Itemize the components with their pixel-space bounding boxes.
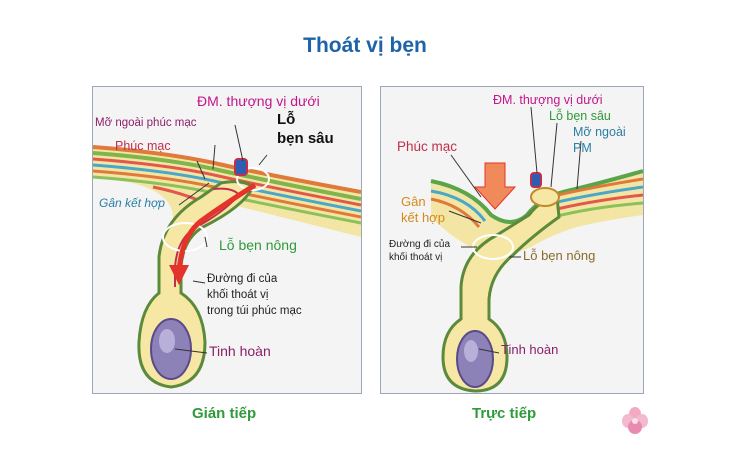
hernia-path-label-line2: khối thoát vị	[207, 289, 269, 301]
direct-hernia-illustration	[430, 106, 643, 393]
direct-hernia-caption: Trực tiếp	[472, 405, 537, 422]
conjoint-tendon-label-line2: kết hợp	[401, 210, 445, 225]
deep-ring-label: Lỗ bẹn sâu	[549, 109, 611, 123]
hernia-path-label-line3: trong túi phúc mạc	[207, 305, 302, 317]
peritoneum-label: Phúc mạc	[397, 139, 458, 154]
conjoint-tendon-label: Gân kết hợp	[99, 196, 165, 210]
inferior-epigastric-artery	[530, 172, 542, 188]
indirect-hernia-illustration	[93, 124, 361, 389]
testis-label: Tinh hoàn	[501, 342, 559, 357]
hernia-path-label-line1: Đường đi của	[207, 273, 278, 285]
testis-label: Tinh hoàn	[209, 343, 271, 359]
superficial-ring	[162, 222, 208, 252]
extraperitoneal-fat-label-line2: PM	[573, 141, 592, 155]
indirect-hernia-caption: Gián tiếp	[192, 405, 257, 422]
hernia-path-arrow	[176, 182, 257, 274]
peritoneum-label: Phúc mạc	[115, 139, 171, 153]
artery-label: ĐM. thượng vị dưới	[197, 93, 320, 109]
deep-ring	[236, 167, 270, 191]
extraperitoneal-fat-label-line1: Mỡ ngoài	[573, 125, 626, 139]
deep-ring-label-line2: bẹn sâu	[277, 130, 334, 147]
blossom-logo-icon	[622, 407, 648, 434]
conjoint-tendon-label-line1: Gân	[401, 194, 426, 209]
hernia-path-label-line2: khối thoát vị	[389, 252, 443, 263]
hernia-path-label-line1: Đường đi của	[389, 239, 451, 250]
deep-ring	[530, 187, 560, 207]
superficial-ring-label: Lỗ bẹn nông	[219, 237, 297, 253]
extraperitoneal-fat-label: Mỡ ngoài phúc mạc	[95, 117, 197, 129]
page-title: Thoát vị bẹn	[303, 34, 427, 57]
inferior-epigastric-artery	[234, 158, 248, 176]
indirect-hernia-panel: ĐM. thượng vị dưới Mỡ ngoài phúc mạc Lỗ …	[92, 86, 362, 394]
artery-label: ĐM. thượng vị dưới	[493, 93, 603, 107]
superficial-ring-label: Lỗ bẹn nông	[523, 248, 596, 263]
hernia-path-arrow	[473, 162, 517, 210]
direct-hernia-panel: ĐM. thượng vị dưới Lỗ bẹn sâu Mỡ ngoài P…	[380, 86, 644, 394]
deep-ring-label-line1: Lỗ	[277, 111, 296, 128]
